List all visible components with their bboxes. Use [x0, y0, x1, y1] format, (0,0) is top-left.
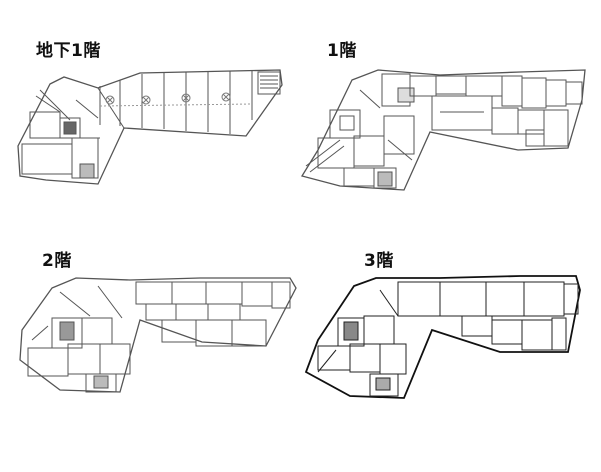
floor-label-f3: 3階	[364, 251, 394, 271]
floor-label-b1: 地下1階	[36, 41, 101, 61]
floor-label-f2: 2階	[42, 251, 72, 271]
floor-label-f1: 1階	[327, 41, 357, 61]
